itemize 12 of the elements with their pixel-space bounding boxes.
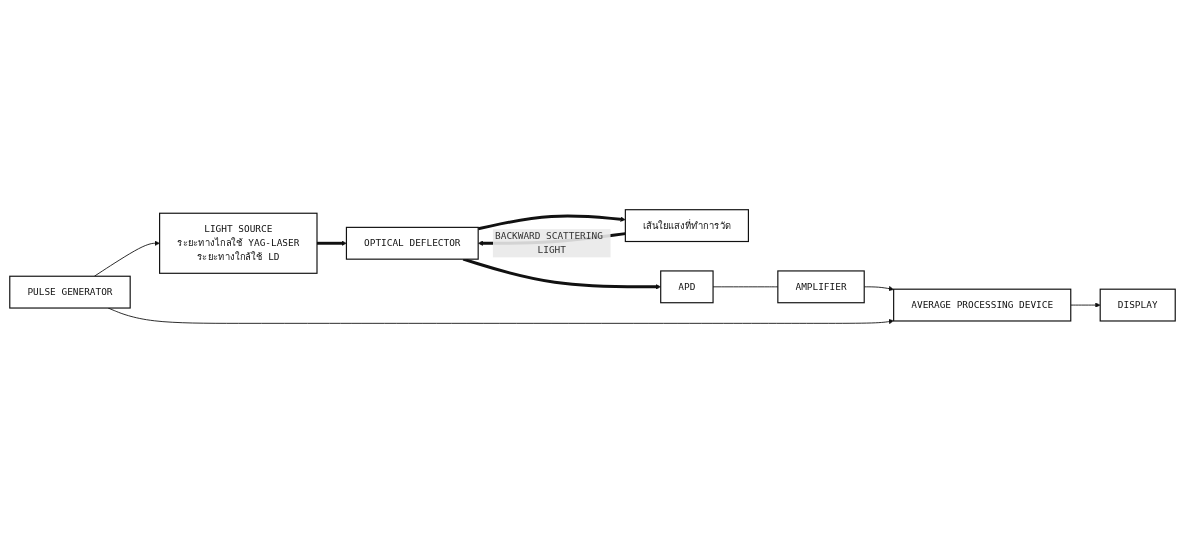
edge-label: BACKWARD SCATTERING LIGHT — [495, 230, 603, 257]
node-box: PULSE GENERATOR — [9, 276, 131, 310]
node-box: DISPLAY — [1099, 289, 1176, 323]
node-box: OPTICAL DEFLECTOR — [345, 227, 479, 261]
node-box: APD — [660, 270, 714, 304]
arrow — [317, 241, 347, 247]
arrow — [477, 214, 626, 231]
node-box: AVERAGE PROCESSING DEVICE — [893, 289, 1072, 323]
node-box: AMPLIFIER — [777, 270, 865, 304]
node-box: LIGHT SOURCE ระยะทางไกลใช้ YAG-LASER ระยะทางใกล้ใช้ LD — [159, 213, 318, 275]
arrow — [462, 258, 661, 290]
node-box: เส้นใยแสงที่ทำการวัด — [624, 209, 749, 243]
